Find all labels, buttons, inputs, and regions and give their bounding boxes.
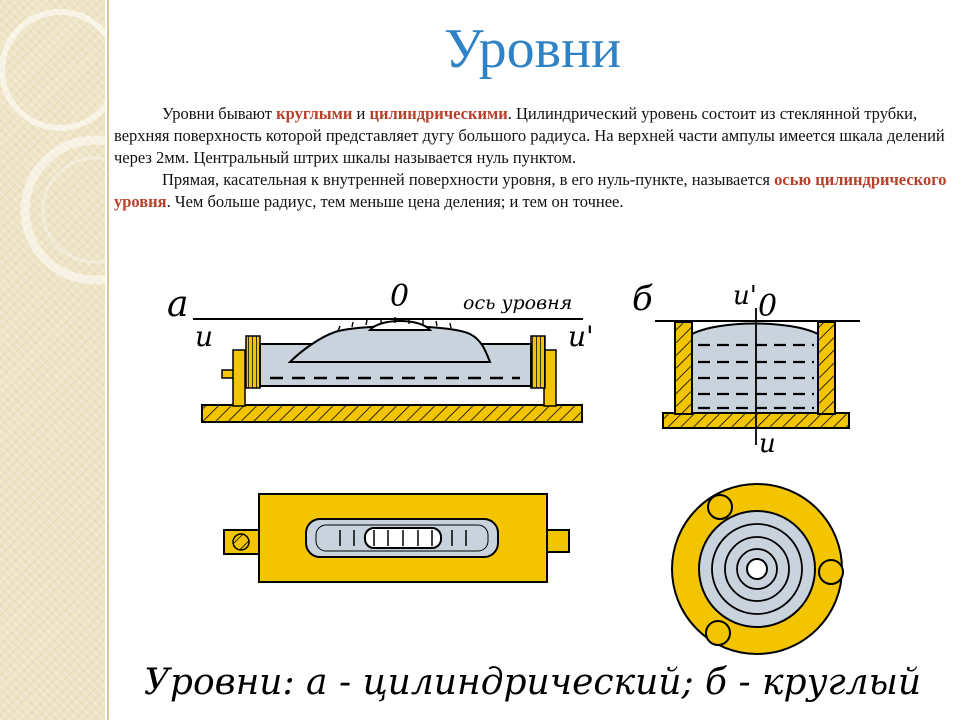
label-zero-b: 0 xyxy=(758,289,777,324)
cylindrical-level-top-view xyxy=(223,493,570,583)
left-adjust-screw xyxy=(245,335,261,389)
label-u-left: u xyxy=(195,320,213,353)
right-support xyxy=(543,349,557,407)
label-axis: ось уровня xyxy=(463,292,572,314)
left-screw-head xyxy=(232,533,250,551)
round-level-left-wall xyxy=(674,321,693,415)
vial-ticks xyxy=(339,530,467,546)
paragraph-2: Прямая, касательная к внутренней поверхн… xyxy=(114,169,950,213)
sidebar-decoration xyxy=(0,0,105,720)
mounting-hole-right xyxy=(818,559,844,585)
round-vial-bubble xyxy=(746,558,768,580)
paragraph-1: Уровни бывают круглыми и цилиндрическими… xyxy=(114,103,950,169)
round-vial-ring-1 xyxy=(711,523,803,615)
text-segment: Прямая, касательная к внутренней поверхн… xyxy=(162,170,775,189)
round-vial-ring-3 xyxy=(736,548,778,590)
mounting-hole-top xyxy=(707,494,733,520)
highlight-axis: осью цилиндрического уровня xyxy=(114,170,947,211)
round-level-top-view xyxy=(671,483,844,655)
cylindrical-level-side-view: а 0 ось уровня u u' xyxy=(167,279,594,423)
vial-bulge xyxy=(287,325,492,363)
label-u-bottom: u xyxy=(759,429,776,459)
description-text: Уровни бывают круглыми и цилиндрическими… xyxy=(114,103,950,213)
right-end-cap xyxy=(544,529,570,553)
round-vial-ring-2 xyxy=(724,536,790,602)
round-level-liquid xyxy=(691,322,819,414)
base-plate xyxy=(201,404,583,423)
page-title: Уровни xyxy=(443,18,622,80)
figure-caption: Уровни: а - цилиндрический; б - круглый xyxy=(143,662,922,703)
right-adjust-screw xyxy=(530,335,546,389)
decorative-rings xyxy=(0,9,105,285)
label-u-right: u' xyxy=(568,320,594,353)
bubble xyxy=(367,320,433,331)
round-level-right-wall xyxy=(817,321,836,415)
label-a: а xyxy=(167,284,188,325)
left-support xyxy=(232,349,246,407)
mounting-hole-bottom xyxy=(705,620,731,646)
label-b: б xyxy=(632,279,653,319)
highlight-round: круглыми xyxy=(276,104,353,123)
text-segment: . Чем больше радиус, тем меньше цена дел… xyxy=(166,192,624,211)
text-segment: и xyxy=(352,104,370,123)
label-zero-a: 0 xyxy=(390,279,409,314)
text-segment: Уровни бывают xyxy=(162,104,277,123)
round-level-cross-section: б u' 0 u xyxy=(632,279,860,459)
sidebar-divider xyxy=(107,0,109,720)
label-u-top: u' xyxy=(733,281,757,311)
highlight-cylindrical: цилиндрическими xyxy=(369,104,508,123)
text-segment: . Цилиндрический уровень состоит из стек… xyxy=(114,104,945,167)
